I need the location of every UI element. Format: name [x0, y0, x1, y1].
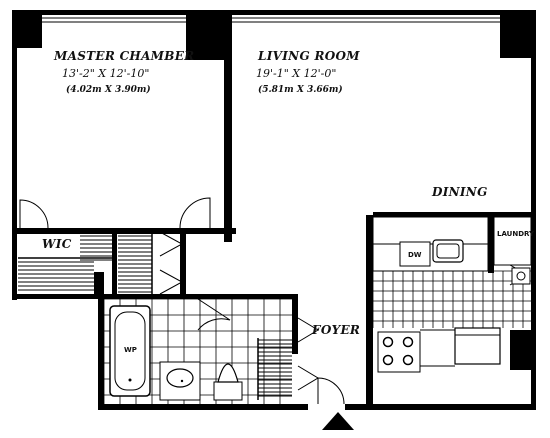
foyer-label: FOYER [311, 323, 360, 337]
dishwasher-icon [399, 241, 431, 267]
laundry-appliance-icon [511, 267, 531, 285]
master-chamber-dim-m: (4.02m X 3.90m) [66, 84, 151, 95]
dishwasher-label: DW [408, 251, 422, 259]
foyer-closet [257, 338, 292, 400]
bathtub-icon [109, 305, 151, 397]
walls [12, 10, 536, 410]
toilet-icon [213, 363, 243, 401]
living-room-dim-ft: 19'-1" X 12'-0" [256, 67, 336, 80]
entry-arrow-icon [322, 412, 354, 430]
kitchen [372, 216, 532, 373]
living-room-name: LIVING ROOM [257, 49, 360, 63]
sink-icon [159, 361, 201, 401]
master-chamber-name: MASTER CHAMBER [53, 49, 194, 63]
laundry-label: LAUNDRY [497, 230, 535, 238]
room-labels: MASTER CHAMBER 13'-2" X 12'-10" (4.02m X… [42, 49, 535, 354]
kitchen-sink-icon [432, 239, 464, 263]
whirlpool-label: WP [124, 346, 137, 354]
dining-label: DINING [431, 185, 488, 199]
living-room-dim-m: (5.81m X 3.66m) [258, 84, 343, 95]
windows [42, 17, 500, 23]
closet-shelving [18, 232, 153, 296]
stove-icon [377, 331, 421, 373]
refrigerator-icon [454, 327, 501, 365]
wic-label: WIC [42, 237, 72, 251]
master-chamber-dim-ft: 13'-2" X 12'-10" [62, 67, 149, 80]
